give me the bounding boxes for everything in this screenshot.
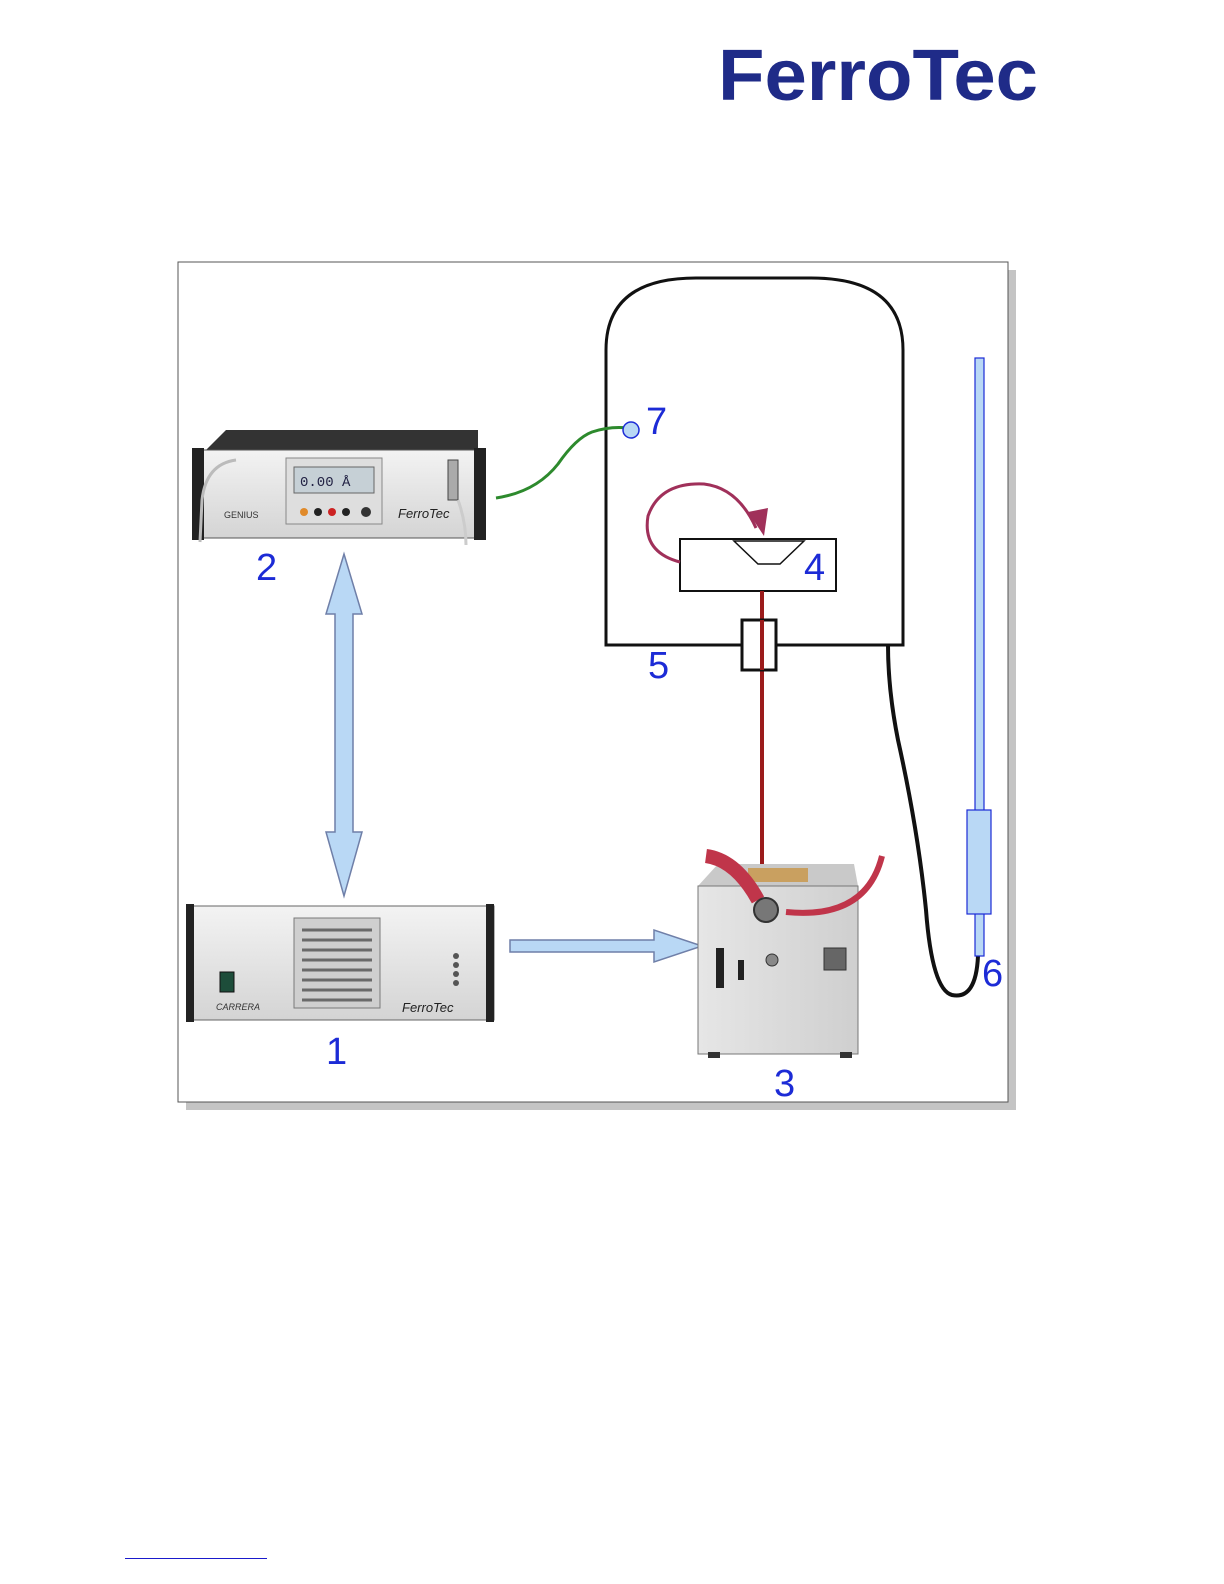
carrera-power-switch	[220, 972, 234, 992]
egun-connector-main	[754, 898, 778, 922]
feedthrough	[742, 620, 776, 670]
label-5: 5	[648, 645, 669, 687]
genius-button-black-3	[361, 507, 371, 517]
egun-foot-right	[840, 1052, 852, 1058]
probe-sleeve	[967, 810, 991, 914]
carrera-led-3	[453, 971, 459, 977]
genius-controller: 0.00 Å FerroTec GENIUS	[192, 430, 486, 545]
footer-rule	[125, 1558, 267, 1559]
carrera-led-2	[453, 962, 459, 968]
egun-port-2	[738, 960, 744, 980]
egun-foot-left	[708, 1052, 720, 1058]
genius-button-black-2	[342, 508, 350, 516]
genius-connector	[448, 460, 458, 500]
carrera-model: CARRERA	[216, 1002, 260, 1012]
genius-brand: FerroTec	[398, 506, 450, 521]
genius-button-red	[328, 508, 336, 516]
carrera-handle-right	[486, 904, 494, 1022]
label-6: 6	[982, 953, 1003, 995]
label-7: 7	[646, 401, 667, 443]
logo-text: FerroTec	[718, 38, 1038, 110]
egun-port-4	[824, 948, 846, 970]
system-diagram: 0.00 Å FerroTec GENIUS	[176, 260, 1024, 1116]
carrera-handle-left	[186, 904, 194, 1022]
genius-button-black-1	[314, 508, 322, 516]
sensor-head	[623, 422, 639, 438]
label-4: 4	[804, 547, 825, 589]
egun-box-plate	[748, 868, 808, 882]
egun-port-1	[716, 948, 724, 988]
egun-port-3	[766, 954, 778, 966]
genius-model: GENIUS	[224, 510, 259, 520]
label-1: 1	[326, 1031, 347, 1073]
carrera-power-supply: CARRERA FerroTec	[186, 904, 494, 1022]
carrera-brand: FerroTec	[402, 1000, 454, 1015]
carrera-led-4	[453, 980, 459, 986]
label-2: 2	[256, 547, 277, 589]
ferrotec-logo: FerroTec	[718, 38, 1040, 110]
carrera-led-1	[453, 953, 459, 959]
label-3: 3	[774, 1063, 795, 1105]
genius-top	[206, 430, 478, 450]
egun-power-box	[698, 856, 882, 1058]
genius-handle-right	[474, 448, 486, 540]
genius-lcd-text: 0.00 Å	[300, 474, 351, 491]
genius-button-orange	[300, 508, 308, 516]
